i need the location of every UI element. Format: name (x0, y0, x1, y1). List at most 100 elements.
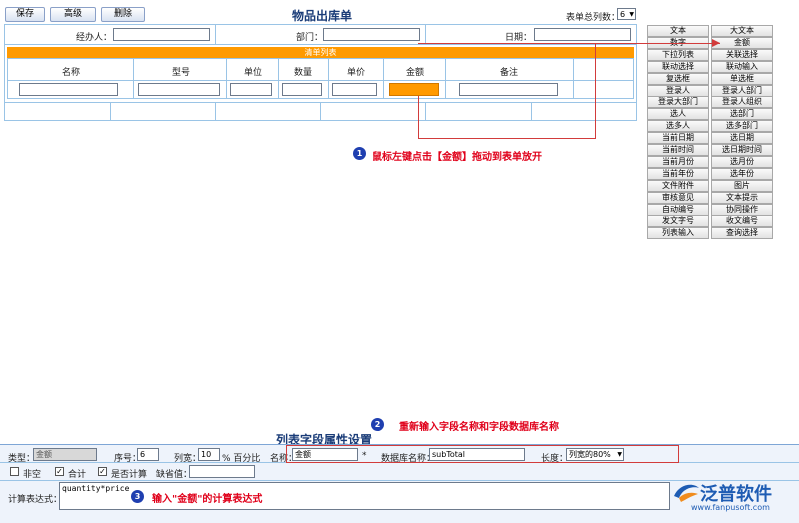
palette-right-item-17[interactable]: 查询选择 (711, 227, 773, 240)
annotation-2: 重新输入字段名称和字段数据库名称 (399, 422, 559, 433)
seq-input[interactable]: 6 (137, 448, 159, 461)
total-cols-select[interactable]: 6▼ (617, 8, 636, 20)
required-mark: * (362, 451, 367, 461)
seq-label: 序号： (114, 454, 142, 464)
palette-left-item-16[interactable]: 发文字号 (647, 215, 709, 228)
cell-price-input[interactable] (332, 83, 377, 96)
default-label: 缺省值： (156, 470, 193, 480)
length-label: 长度： (541, 454, 569, 464)
palette-right-item-12[interactable]: 选年份 (711, 167, 773, 180)
col-header-qty: 数量 (294, 68, 313, 78)
db-name-label: 数据库名称： (381, 454, 436, 464)
logo-url: www.fanpusoft.com (691, 503, 770, 512)
palette-left-item-7[interactable]: 选人 (647, 108, 709, 121)
palette-right-item-3[interactable]: 联动输入 (711, 60, 773, 73)
width-input[interactable]: 10 (198, 448, 220, 461)
palette-right-item-14[interactable]: 文本提示 (711, 191, 773, 204)
type-label: 类型： (8, 454, 36, 464)
palette-left-item-11[interactable]: 当前月份 (647, 155, 709, 168)
name-input[interactable]: 金额 (292, 448, 358, 461)
length-value: 列宽的80% (569, 450, 611, 459)
default-input[interactable] (189, 465, 255, 478)
cell-unit-input[interactable] (230, 83, 272, 96)
palette-left-item-15[interactable]: 自动编号 (647, 203, 709, 216)
annotation-1: 鼠标左键点击【金额】拖动到表单放开 (372, 152, 542, 163)
list-table-header: 清单列表 (7, 47, 634, 58)
palette-left-item-12[interactable]: 当前年份 (647, 167, 709, 180)
sum-checkbox[interactable]: ✓ (55, 467, 64, 476)
cell-name-input[interactable] (19, 83, 118, 96)
calc-label: 是否计算 (111, 470, 148, 480)
palette-right-item-4[interactable]: 单选框 (711, 72, 773, 85)
name-label: 名称： (270, 454, 298, 464)
cell-model-input[interactable] (138, 83, 220, 96)
palette-left-item-1[interactable]: 数字 (647, 36, 709, 49)
cell-amount-input[interactable] (389, 83, 439, 96)
palette-right-item-15[interactable]: 协同操作 (711, 203, 773, 216)
col-header-remark: 备注 (500, 68, 519, 78)
palette-right-item-9[interactable]: 选日期 (711, 132, 773, 145)
palette-left-item-10[interactable]: 当前时间 (647, 144, 709, 156)
palette-right-item-11[interactable]: 选月份 (711, 155, 773, 168)
handler-input[interactable] (113, 28, 210, 41)
palette-left-item-3[interactable]: 联动选择 (647, 60, 709, 73)
arrow-right-icon (712, 39, 720, 47)
advanced-button[interactable]: 高级 (50, 7, 96, 22)
length-select[interactable]: 列宽的80% ▼ (566, 448, 624, 461)
palette-right-item-8[interactable]: 选多部门 (711, 120, 773, 133)
palette-left-item-13[interactable]: 文件附件 (647, 179, 709, 192)
palette-right-item-1[interactable]: 金额 (711, 36, 773, 49)
cell-remark-input[interactable] (459, 83, 558, 96)
palette-right-item-5[interactable]: 登录人部门 (711, 84, 773, 97)
highlight-name-box (286, 445, 679, 463)
sum-label: 合计 (68, 470, 87, 480)
date-input[interactable] (534, 28, 631, 41)
annotation-3: 输入"金额"的计算表达式 (152, 494, 263, 505)
logo-text: 泛普软件 (700, 484, 772, 505)
palette-right-item-13[interactable]: 图片 (711, 179, 773, 192)
col-header-model: 型号 (172, 68, 191, 78)
expr-label: 计算表达式： (8, 495, 63, 505)
nonempty-checkbox[interactable] (10, 467, 19, 476)
palette-right-item-16[interactable]: 收文编号 (711, 215, 773, 228)
chevron-down-icon: ▼ (617, 451, 622, 458)
palette-right-item-10[interactable]: 选日期时间 (711, 144, 773, 156)
nonempty-label: 非空 (23, 470, 42, 480)
col-header-amount: 金额 (406, 68, 425, 78)
palette-left-item-8[interactable]: 选多人 (647, 120, 709, 133)
col-header-unit: 单位 (244, 68, 263, 78)
palette-left-item-5[interactable]: 登录人 (647, 84, 709, 97)
expr-textarea[interactable]: quantity*price (59, 482, 670, 510)
palette-right-item-6[interactable]: 登录人组织 (711, 96, 773, 109)
palette-left-item-4[interactable]: 复选框 (647, 72, 709, 85)
palette-left-item-17[interactable]: 列表输入 (647, 227, 709, 240)
dept-label: 部门： (296, 33, 324, 43)
palette-left-item-14[interactable]: 审核意见 (647, 191, 709, 204)
chevron-down-icon: ▼ (629, 11, 634, 18)
step-2-marker: 2 (371, 418, 384, 431)
step-3-marker: 3 (131, 490, 144, 503)
props-title: 列表字段属性设置 (276, 433, 373, 447)
palette-left-item-6[interactable]: 登录大部门 (647, 96, 709, 109)
palette-right-item-0[interactable]: 大文本 (711, 25, 773, 37)
palette-right-item-2[interactable]: 关联选择 (711, 48, 773, 61)
step-1-marker: 1 (353, 147, 366, 160)
total-cols-label: 表单总列数： (566, 13, 621, 23)
logo-icon (671, 480, 701, 504)
save-button[interactable]: 保存 (5, 7, 45, 22)
date-label: 日期： (505, 33, 533, 43)
type-field: 金额 (33, 448, 97, 461)
cell-qty-input[interactable] (282, 83, 322, 96)
col-header-name: 名称 (62, 68, 81, 78)
palette-right-item-7[interactable]: 选部门 (711, 108, 773, 121)
total-cols-value: 6 (620, 10, 626, 19)
delete-button[interactable]: 删除 (101, 7, 145, 22)
calc-checkbox[interactable]: ✓ (98, 467, 107, 476)
width-label: 列宽： (174, 454, 202, 464)
palette-left-item-0[interactable]: 文本 (647, 25, 709, 37)
dept-input[interactable] (323, 28, 420, 41)
palette-left-item-2[interactable]: 下拉列表 (647, 48, 709, 61)
percent-label: % 百分比 (222, 454, 261, 464)
db-name-input[interactable]: subTotal (429, 448, 525, 461)
palette-left-item-9[interactable]: 当前日期 (647, 132, 709, 145)
